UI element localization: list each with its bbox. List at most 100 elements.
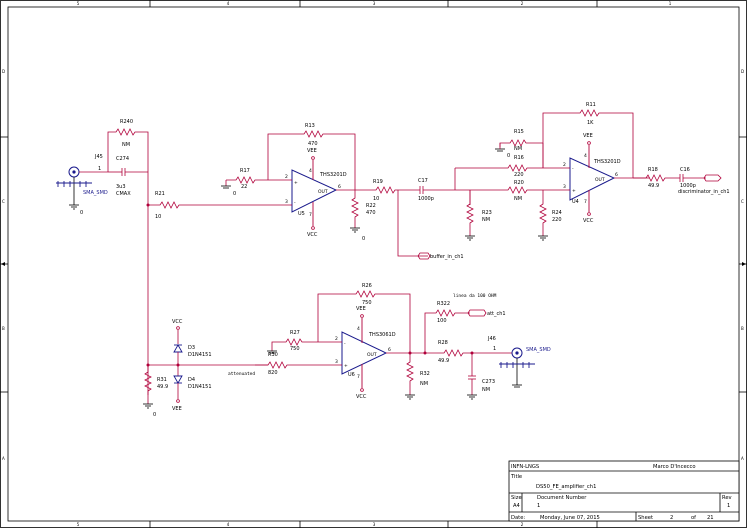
resistor-r17: R17 22 0 <box>221 168 290 197</box>
offpage-buffer-in-ch1: buffer_in_ch1 <box>417 252 464 260</box>
c17-ref: C17 <box>418 178 428 184</box>
d4-vee: VEE <box>172 406 182 412</box>
gnd-label: 0 <box>233 191 236 197</box>
c273-value: NM <box>482 387 490 393</box>
r19-value: 10 <box>373 196 379 202</box>
r19-ref: R19 <box>373 179 383 185</box>
r28-ref: R28 <box>438 340 448 346</box>
diode-d3: VCC D3 D1N4151 <box>172 319 212 365</box>
c274-value2: CMAX <box>116 191 131 197</box>
border-row-right: C <box>741 199 744 204</box>
u5-out: OUT <box>318 189 328 195</box>
capacitor-c274: C274 3u3 CMAX <box>108 156 148 197</box>
u4-vee: VEE <box>583 133 593 139</box>
opamp-u4: 2 3 6 4 7 OUT - + U4 THS3201D VEE VCC <box>563 133 650 224</box>
r27-value: 750 <box>290 346 300 352</box>
u4-pin3: 3 <box>563 184 566 190</box>
resistor-r31: R31 49.9 0 <box>143 365 168 418</box>
opamp-u5: 2 3 6 4 7 OUT + - U5 THS3201D VEE VCC <box>285 148 372 238</box>
u5-plus: + <box>294 180 298 186</box>
c273-ref: C273 <box>482 379 495 385</box>
u5-pin4: 4 <box>309 168 312 174</box>
border-row-left: D <box>2 69 5 74</box>
u6-pin4: 4 <box>357 326 360 332</box>
buffer-net-label: buffer_in_ch1 <box>430 254 464 260</box>
u5-pin3: 3 <box>285 199 288 205</box>
title-block-size: A4 <box>513 503 521 509</box>
gnd-label: 0 <box>507 153 510 159</box>
r11-ref: R11 <box>586 102 596 108</box>
u5-minus: - <box>294 201 296 206</box>
title-block-date-label: Date: <box>511 515 525 521</box>
u5-pin6: 6 <box>338 184 341 190</box>
r17-ref: R17 <box>240 168 250 174</box>
resistor-r240: R240 NM <box>107 119 149 172</box>
u5-value: THS3201D <box>319 172 347 178</box>
u6-out: OUT <box>367 352 377 358</box>
u6-vee: VEE <box>356 306 366 312</box>
resistor-r22: R22 470 0 <box>350 190 376 242</box>
u4-value: THS3201D <box>593 159 621 165</box>
r23-ref: R23 <box>482 210 492 216</box>
resistor-r15: R15 NM 0 <box>495 129 543 159</box>
d3-value: D1N4151 <box>188 352 212 358</box>
r22-ref: R22 <box>366 203 376 209</box>
title-block-rev-label: Rev <box>722 495 732 501</box>
r32-value: NM <box>420 381 428 387</box>
title-block-title-label: Title <box>510 474 522 480</box>
u6-pin6: 6 <box>388 347 391 353</box>
border-row-right: D <box>741 69 744 74</box>
u4-minus: + <box>572 188 576 194</box>
c16-ref: C16 <box>680 167 690 173</box>
border-row-left: B <box>2 326 5 331</box>
resistor-r18: R18 49.9 <box>633 167 680 189</box>
r13-ref: R13 <box>305 123 315 129</box>
border-col-bottom: 5 <box>77 522 80 527</box>
r21-value: 10 <box>155 214 161 220</box>
gnd-label: 0 <box>80 210 83 216</box>
capacitor-c17: C17 1000p <box>398 178 455 202</box>
gnd-label: 0 <box>362 236 365 242</box>
border-col-top: 4 <box>227 1 230 6</box>
title-block-sheet: 2 <box>670 515 673 521</box>
resistor-r20: R20 NM <box>455 180 568 202</box>
border-col-top: 2 <box>521 1 524 6</box>
title-block-company: INFN-LNGS <box>511 464 539 470</box>
title-block: INFN-LNGS Marco D'Incecco Title DS50_FE_… <box>508 460 740 522</box>
c274-value: 3u3 <box>116 184 126 190</box>
resistor-r26: R26 750 <box>317 283 411 352</box>
u6-pin7: 7 <box>357 374 360 380</box>
attenuated-net-label: attenuated <box>228 371 255 377</box>
border-col-bottom: 2 <box>521 522 524 527</box>
diode-d4: VEE D4 D1N4151 <box>172 365 212 412</box>
r322-value: 100 <box>437 318 447 324</box>
resistor-r21: R21 10 <box>148 191 290 220</box>
j46-ref: J46 <box>487 336 496 342</box>
c274-ref: C274 <box>116 156 129 162</box>
title-block-docnum-label: Document Number <box>537 495 587 501</box>
att-net-label: att_ch1 <box>487 311 506 317</box>
title-block-author: Marco D'Incecco <box>653 464 696 470</box>
u5-vee: VEE <box>307 148 317 154</box>
u4-ref: U4 <box>572 199 579 205</box>
j45-value: SMA_SMD <box>83 190 108 196</box>
u4-pin4: 4 <box>584 153 587 159</box>
j46-pin: 1 <box>493 346 496 352</box>
r322-ref: R322 <box>437 301 450 307</box>
resistor-r30: R30 820 attenuated <box>228 352 340 377</box>
u4-out: OUT <box>595 177 605 183</box>
r15-ref: R15 <box>514 129 524 135</box>
border-col-top: 1 <box>669 1 672 6</box>
title-block-sheet-total: 21 <box>707 515 714 521</box>
border-row-left: A <box>2 456 5 461</box>
j46-value: SMA_SMD <box>526 347 551 353</box>
resistor-r23: R23 NM <box>465 190 492 241</box>
border-row-right: A <box>741 456 744 461</box>
r23-value: NM <box>482 217 490 223</box>
u6-ref: U6 <box>348 372 355 378</box>
r28-value: 49.9 <box>438 358 449 364</box>
r15-value: NM <box>514 146 522 152</box>
r20-value: NM <box>514 196 522 202</box>
